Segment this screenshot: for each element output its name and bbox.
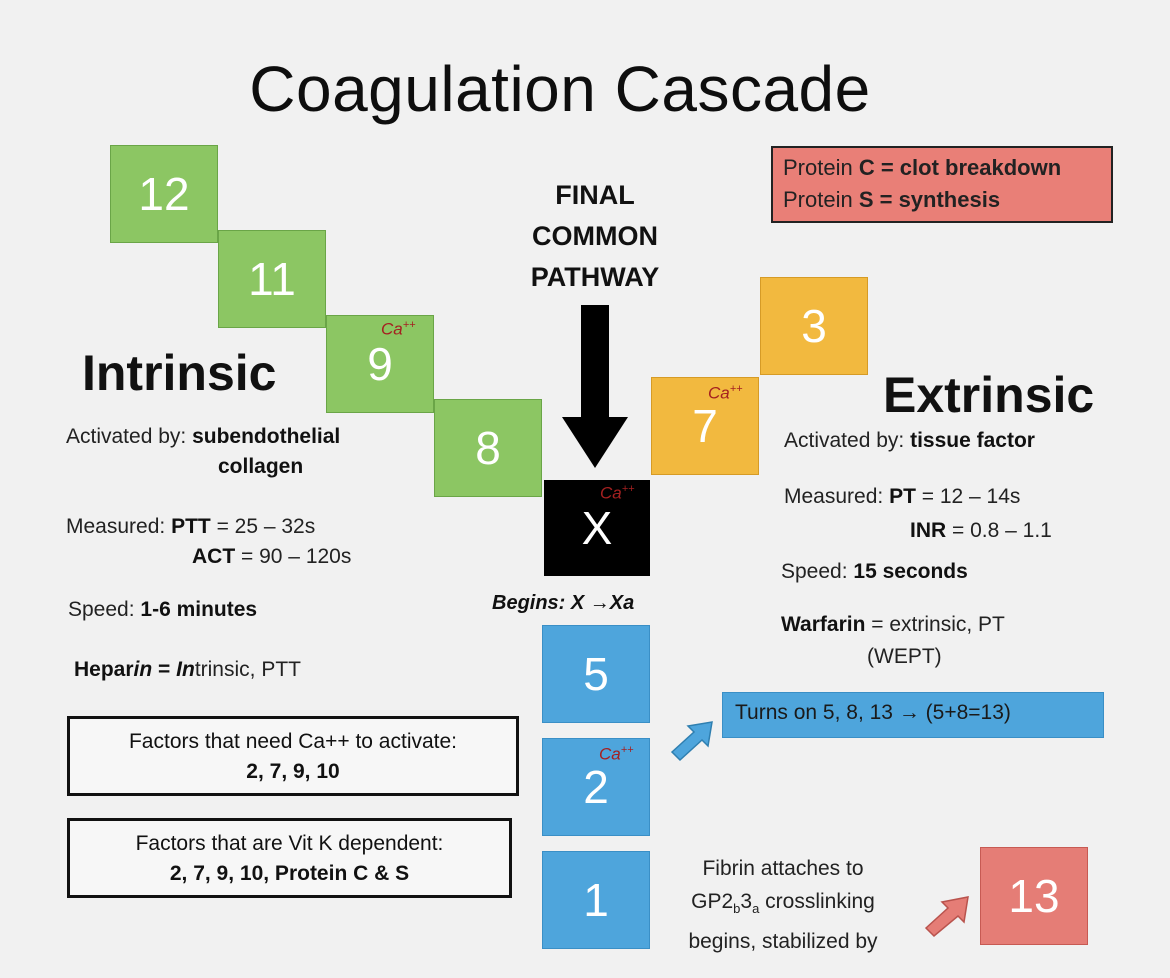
up-right-arrow-icon [670, 721, 713, 762]
factor-11-box: 11 [218, 230, 326, 328]
vitamin-k-factors-box: Factors that are Vit K dependent: 2, 7, … [67, 818, 512, 898]
calcium-factors-box: Factors that need Ca++ to activate: 2, 7… [67, 716, 519, 796]
calcium-label: Ca++ [599, 744, 634, 764]
fibrin-note: Fibrin attaches to GP2b3a crosslinking b… [668, 852, 898, 958]
intrinsic-measured: Measured: PTT = 25 – 32s ACT = 90 – 120s [66, 515, 352, 568]
extrinsic-activated: Activated by: tissue factor [784, 429, 1035, 452]
factor-9-box: 9 Ca++ [326, 315, 434, 413]
factor-1-box: 1 [542, 851, 650, 949]
calcium-label: Ca++ [708, 383, 743, 403]
down-arrow-icon [562, 305, 628, 468]
begins-label: Begins: X →Xa [492, 592, 635, 614]
intrinsic-heading: Intrinsic [82, 345, 277, 401]
protein-c-line: Protein C = clot breakdown [783, 155, 1062, 180]
final-common-pathway-heading: FINAL COMMON PATHWAY [530, 180, 660, 292]
factor-8-box: 8 [434, 399, 542, 497]
intrinsic-activated: Activated by: subendothelial collagen [66, 425, 341, 478]
factor-3-box: 3 [760, 277, 868, 375]
fibrin-gp-line: GP2b3a crosslinking [691, 890, 875, 917]
protein-note-box: Protein C = clot breakdown Protein S = s… [771, 146, 1113, 223]
factor-5-box: 5 [542, 625, 650, 723]
calcium-label: Ca++ [600, 483, 635, 503]
factor-13-box: 13 [980, 847, 1088, 945]
factor-7-box: 7 Ca++ [651, 377, 759, 475]
extrinsic-measured: Measured: PT = 12 – 14s INR = 0.8 – 1.1 [784, 485, 1052, 542]
intrinsic-speed: Speed: 1-6 minutes [68, 598, 258, 621]
turns-on-bar: Turns on 5, 8, 13 → (5+8=13) [722, 692, 1104, 738]
calcium-label: Ca++ [381, 319, 416, 339]
extrinsic-heading: Extrinsic [883, 367, 1095, 423]
page-title: Coagulation Cascade [249, 53, 871, 125]
up-right-arrow-icon [924, 896, 969, 938]
extrinsic-speed: Speed: 15 seconds [781, 560, 968, 583]
heparin-note: Heparin = Intrinsic, PTT [74, 658, 301, 681]
factor-12-box: 12 [110, 145, 218, 243]
factor-x-box: X Ca++ [544, 480, 650, 576]
warfarin-note: Warfarin = extrinsic, PT (WEPT) [781, 613, 1005, 668]
factor-2-box: 2 Ca++ [542, 738, 650, 836]
protein-s-line: Protein S = synthesis [783, 187, 1001, 212]
